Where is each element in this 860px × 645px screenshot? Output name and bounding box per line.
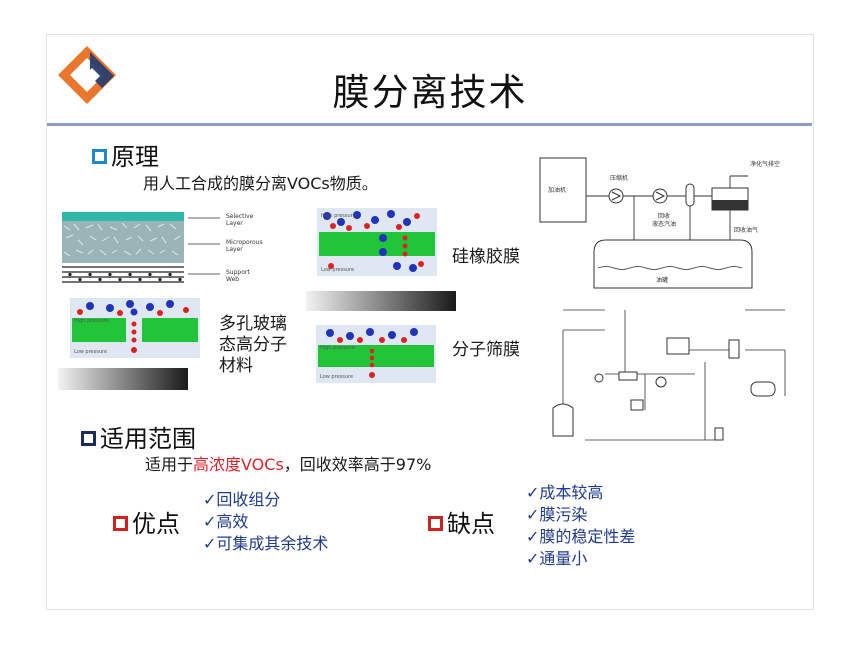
oil-tank-label: 油罐 [656,276,668,284]
svg-text:High pressure: High pressure [74,318,109,324]
selective-layer-label: Selective [226,213,254,220]
cons-item: ✓通量小 [526,549,588,568]
principle-description: 用人工合成的膜分离VOCs物质。 [143,174,378,193]
pros-item: ✓高效 [203,512,249,531]
svg-text:High pressure: High pressure [321,213,356,219]
svg-text:Web: Web [226,276,239,283]
bullet-square-icon [81,431,96,446]
svg-text:Layer: Layer [226,220,243,227]
gradient-scale-bottom [58,368,188,390]
process-diagram-top: 加油机 油罐 压缩机 净化气排空 回收 液态汽油 回收油气 [539,157,780,289]
silicone-membrane-label: 硅橡胶膜 [452,247,520,267]
scope-highlight: 高浓度VOCs [193,455,284,474]
gradient-scale-top [306,291,456,311]
porous-glass-label: 多孔玻璃 态高分子 材料 [219,314,287,376]
cons-item: ✓膜污染 [526,505,588,524]
cons-list: ✓成本较高 ✓膜污染 ✓膜的稳定性差 ✓通量小 [526,482,635,570]
svg-text:Low pressure: Low pressure [74,349,107,355]
porous-glass-diagram: High pressure Low pressure [70,298,200,358]
bullet-square-icon [113,516,128,531]
cons-item: ✓成本较高 [526,483,604,502]
dispenser-label: 加油机 [548,186,566,194]
scope-heading: 适用范围 [81,419,196,454]
svg-text:Low pressure: Low pressure [321,267,354,273]
svg-text:High pressure: High pressure [320,345,355,351]
process-diagram-bottom [552,309,786,441]
scope-description: 适用于高浓度VOCs，回收效率高于97% [145,455,432,474]
silicone-membrane-diagram: High pressure Low pressure [317,208,437,276]
svg-text:Low pressure: Low pressure [320,374,353,380]
membrane-layer-diagram: Selective Layer Microporous Layer Suppor… [62,212,263,283]
principle-heading: 原理 [92,137,159,172]
molecular-sieve-label: 分子筛膜 [452,340,520,360]
bullet-square-icon [428,516,443,531]
recovered-oil-label: 回收 [658,212,670,220]
bullet-square-icon [92,149,107,164]
clean-gas-label: 净化气排空 [750,160,780,168]
pros-heading: 优点 [113,504,180,539]
title-divider [47,123,812,126]
cons-heading: 缺点 [428,504,495,539]
molecular-sieve-diagram: High pressure Low pressure [316,325,436,383]
pros-list: ✓回收组分 ✓高效 ✓可集成其余技术 [203,489,328,555]
page-title: 膜分离技术 [332,71,528,114]
pros-item: ✓回收组分 [203,490,281,509]
compressor-label: 压缩机 [610,174,628,182]
pros-item: ✓可集成其余技术 [203,534,329,553]
recovered-gas-label: 回收油气 [734,226,758,234]
cons-item: ✓膜的稳定性差 [526,527,636,546]
logo-icon [58,46,116,104]
svg-text:Layer: Layer [226,246,243,253]
microporous-layer-label: Microporous [226,239,263,246]
svg-text:液态汽油: 液态汽油 [652,220,676,228]
support-web-label: Support [226,269,250,276]
